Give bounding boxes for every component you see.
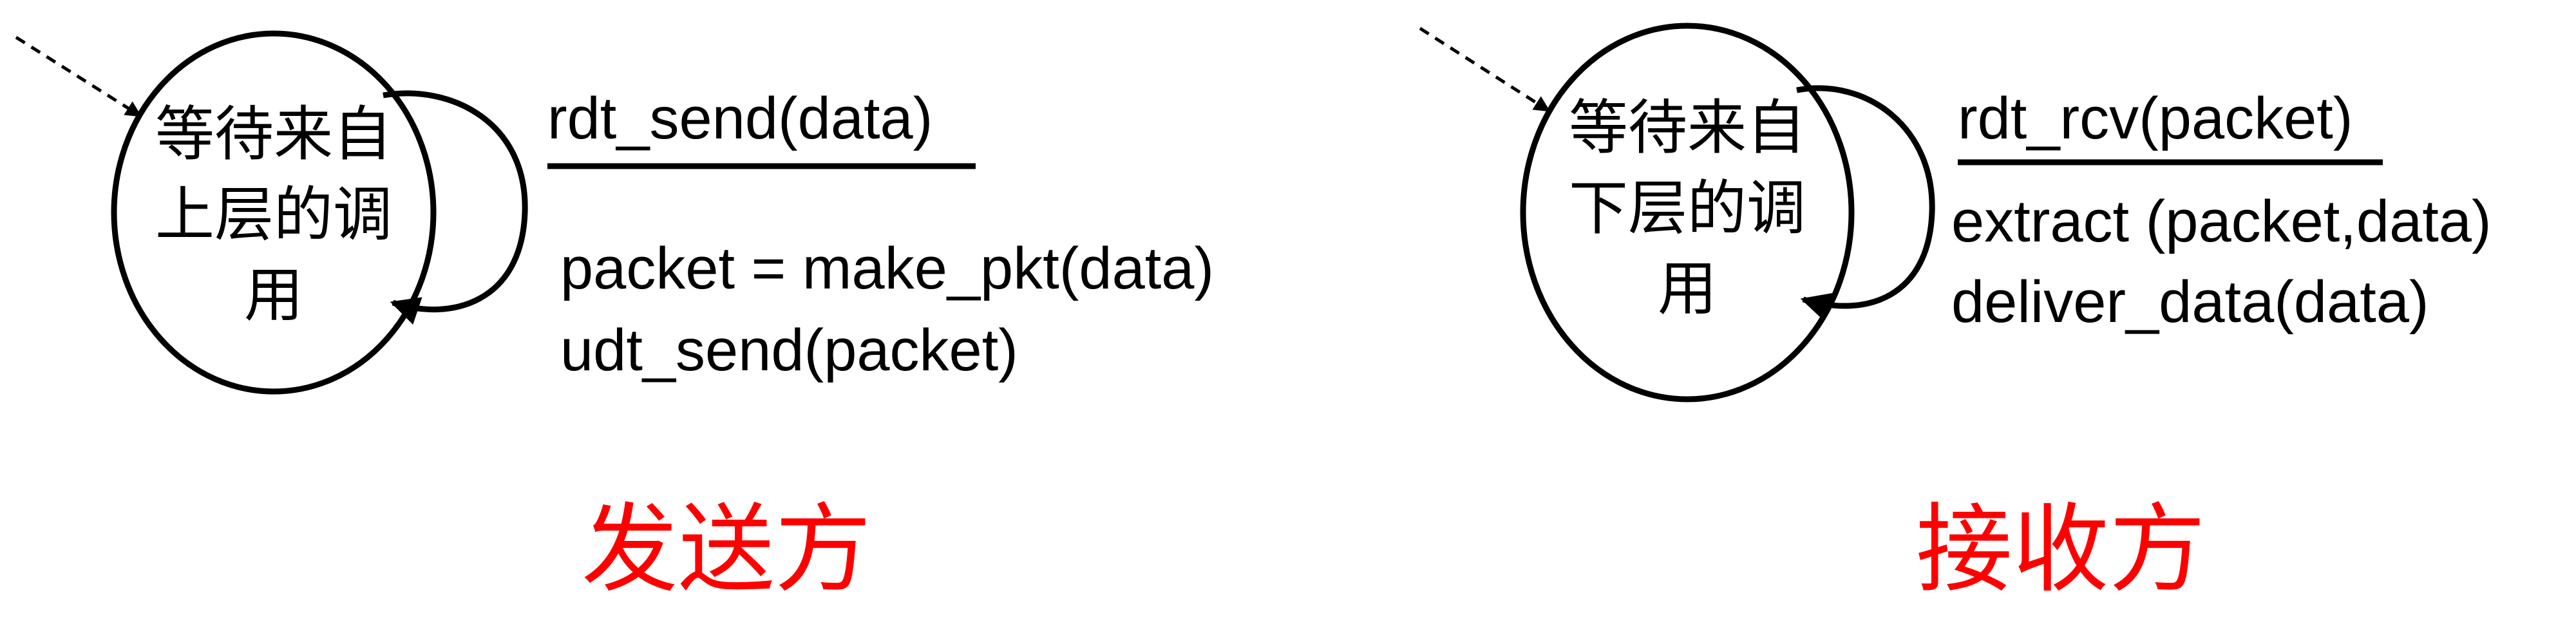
sender-initial-arrow (15, 35, 142, 118)
receiver-action-1: extract (packet,data) (1951, 189, 2492, 254)
sender-event-label: rdt_send(data) (547, 86, 933, 151)
receiver-state-line-2: 下层的调 (1569, 174, 1806, 243)
sender-state-line-1: 等待来自 (155, 100, 392, 169)
sender-action-1: packet = make_pkt(data) (560, 236, 1214, 301)
sender-state-circle (111, 30, 437, 395)
receiver-state-line-1: 等待来自 (1569, 93, 1806, 162)
sender-title: 发送方 (582, 494, 871, 606)
sender-self-loop (383, 90, 528, 325)
sender-state-line-3: 用 (244, 261, 303, 330)
receiver-initial-arrow (1419, 26, 1551, 113)
receiver-self-loop (1796, 85, 1935, 321)
receiver-title: 接收方 (1916, 494, 2206, 606)
receiver-event-label: rdt_rcv(packet) (1958, 86, 2353, 151)
receiver-fsm: 等待来自 下层的调 用 rdt_rcv(packet) extract (pac… (1419, 23, 2492, 606)
receiver-state-line-3: 用 (1658, 254, 1717, 323)
sender-fsm: 等待来自 上层的调 用 rdt_send(data) packet = make… (15, 30, 1214, 606)
receiver-action-2: deliver_data(data) (1951, 269, 2429, 335)
sender-state-line-2: 上层的调 (155, 180, 392, 249)
receiver-state-circle (1520, 23, 1855, 402)
sender-action-2: udt_send(packet) (560, 317, 1018, 383)
